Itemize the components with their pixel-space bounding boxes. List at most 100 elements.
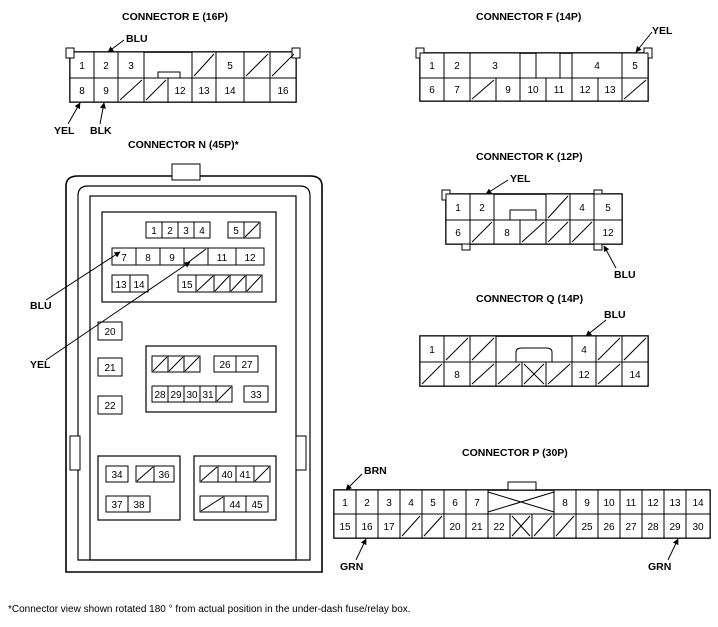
wire-pointer	[67, 102, 81, 125]
connector-p-blank	[511, 515, 531, 537]
connector-n-cell	[245, 495, 269, 513]
connector-n-pin: 26	[219, 360, 231, 371]
connector-q-pin: 4	[581, 345, 587, 356]
connector-n-pin: 14	[133, 280, 145, 291]
connector-n-cell	[153, 465, 175, 483]
wire-label-yel: YEL	[510, 173, 531, 185]
connector-n-pin: 38	[133, 500, 145, 511]
connector-e-cell	[69, 77, 95, 103]
connector-k-title: CONNECTOR K (12P)	[476, 151, 583, 163]
connector-n-pin: 15	[181, 280, 193, 291]
connector-q-blank	[547, 363, 571, 385]
connector-p-cell	[685, 513, 711, 539]
connector-q-blank	[497, 363, 521, 385]
connector-n-pin: 3	[183, 226, 189, 237]
connector-n-cell	[97, 357, 123, 377]
connector-n-block-bottom-left	[97, 455, 181, 521]
connector-e-pin: 14	[224, 86, 236, 97]
connector-p-blank	[401, 515, 421, 537]
connector-f-cell	[571, 52, 623, 79]
wire-pointer	[585, 319, 607, 337]
connector-k-cell	[469, 193, 495, 221]
connector-q-pin: 12	[578, 370, 590, 381]
wire-pointer	[45, 251, 121, 301]
connector-n-pin: 5	[233, 226, 239, 237]
connector-e-blank	[119, 79, 143, 101]
connector-n-pin: 2	[167, 226, 173, 237]
connector-p-pin: 30	[692, 522, 704, 533]
connector-p-blank	[423, 515, 443, 537]
wire-pointer	[107, 39, 125, 53]
connector-k-pin: 5	[605, 203, 611, 214]
connector-p: CONNECTOR P (30P)	[333, 447, 711, 573]
connector-p-pin: 2	[364, 498, 370, 509]
connector-n-blank	[244, 222, 260, 238]
connector-f-pin: 10	[527, 85, 539, 96]
connector-q-pin: 14	[629, 370, 641, 381]
connector-f-cell	[535, 52, 561, 79]
connector-p-pin: 14	[692, 498, 704, 509]
connector-e-blank	[145, 79, 167, 101]
connector-n-pin: 7	[121, 253, 127, 264]
wire-label-brn: BRN	[364, 465, 387, 477]
connector-p-pin: 11	[626, 498, 637, 509]
connector-n-blank	[246, 275, 262, 292]
connector-p-pin: 1	[342, 498, 348, 509]
connector-p-pin: 17	[383, 522, 395, 533]
wire-pointer	[345, 473, 363, 491]
connector-e-blank	[271, 53, 295, 77]
connector-p-pin: 21	[471, 522, 483, 533]
connector-f-pin: 13	[604, 85, 616, 96]
connector-n-blank	[185, 248, 207, 265]
connector-e-pin: 1	[79, 61, 85, 72]
connector-e-cell	[191, 77, 217, 103]
wire-label-blu: BLU	[126, 33, 148, 45]
connector-q-cell	[571, 335, 597, 363]
connector-n-title: CONNECTOR N (45P)*	[128, 139, 240, 151]
connector-k-pin: 8	[504, 228, 510, 239]
connector-n-cell	[235, 247, 265, 266]
wire-label-yel: YEL	[30, 359, 51, 371]
connector-n-pin: 13	[115, 280, 127, 291]
connector-f: CONNECTOR F (14P) 1 2 3 4 5 6 7 9 10 11 …	[415, 11, 673, 102]
connector-p-latch	[507, 481, 537, 491]
connector-p-pin: 9	[584, 498, 590, 509]
wire-label-blu: BLU	[30, 300, 52, 312]
connector-n-blank	[184, 356, 200, 372]
connector-n-blank	[200, 466, 218, 482]
connector-f-blank	[471, 79, 495, 100]
connector-f-cell	[443, 52, 471, 79]
connector-n-pin: 20	[104, 327, 116, 338]
connector-q-latch	[515, 347, 553, 363]
connector-p-pin: 15	[339, 522, 351, 533]
wire-pointer	[355, 538, 367, 561]
connector-k-blank	[471, 221, 493, 243]
connector-p-pin: 25	[581, 522, 593, 533]
connector-e: CONNECTOR E (16P) 1 2 3	[54, 11, 301, 137]
connector-n-pin: 11	[217, 253, 228, 264]
connector-k: CONNECTOR K (12P) 1 2 4 5 6 8 12 YEL BLU	[441, 151, 636, 281]
connector-p-pin: 28	[647, 522, 659, 533]
connector-n-pin: 1	[151, 226, 157, 237]
connector-p-title: CONNECTOR P (30P)	[462, 447, 568, 459]
connector-n-pin: 41	[239, 470, 251, 481]
connector-n-blank	[152, 356, 168, 372]
connector-n-face	[89, 195, 297, 561]
connector-e-blank	[193, 53, 215, 77]
connector-k-pin: 4	[579, 203, 585, 214]
connector-p-pin: 22	[493, 522, 505, 533]
connector-p-pin: 3	[386, 498, 392, 509]
connector-f-pin: 4	[594, 61, 600, 72]
connector-n-blank	[254, 466, 270, 482]
connector-n-cell	[97, 321, 123, 341]
connector-k-pin: 2	[479, 203, 485, 214]
connector-n-blank	[136, 466, 154, 482]
connector-n-pin: 37	[111, 500, 123, 511]
footnote: *Connector view shown rotated 180 ° from…	[8, 604, 411, 615]
connector-p-pin: 26	[603, 522, 615, 533]
connector-q-blank	[597, 337, 621, 361]
connector-p-pin: 29	[669, 522, 681, 533]
connector-n-pin: 33	[250, 390, 262, 401]
connector-n-blank	[168, 356, 184, 372]
